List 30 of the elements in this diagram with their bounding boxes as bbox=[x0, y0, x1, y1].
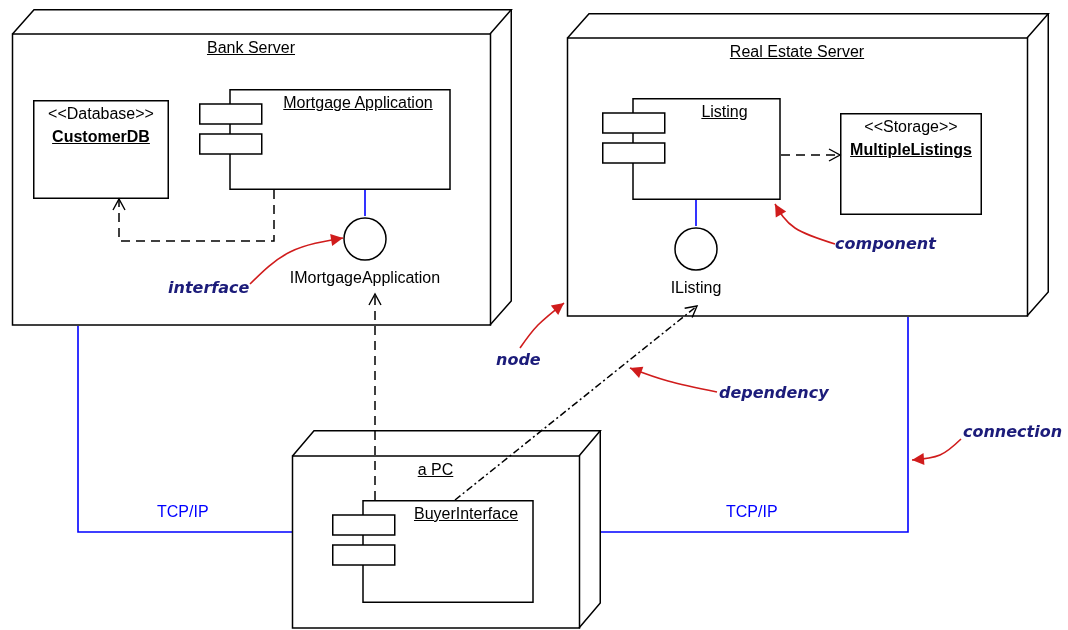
annotation-label: dependency bbox=[719, 381, 831, 405]
component-name: BuyerInterface bbox=[412, 504, 520, 523]
annotation-label: component bbox=[835, 232, 935, 256]
node-name: Real Estate Server bbox=[728, 42, 866, 61]
connection-line bbox=[600, 316, 909, 533]
annotation-label: connection bbox=[963, 420, 1067, 444]
leader-line bbox=[911, 438, 962, 466]
dependency-arrow bbox=[454, 305, 698, 501]
artifact-name: MultipleListings bbox=[849, 140, 973, 159]
artifact-name: CustomerDB bbox=[51, 127, 151, 146]
leader-line bbox=[774, 203, 836, 245]
leader-line bbox=[519, 302, 565, 349]
component-name: Listing bbox=[700, 102, 749, 121]
dependency-arrow bbox=[368, 293, 382, 501]
stereotype-label: <<Storage>> bbox=[863, 117, 959, 136]
interface-name: IListing bbox=[669, 278, 723, 297]
interface-name: IMortgageApplication bbox=[288, 268, 442, 287]
annotation-label: node bbox=[496, 348, 542, 372]
annotation-label: interface bbox=[168, 276, 250, 300]
dependency-arrow bbox=[112, 189, 275, 242]
connection-line bbox=[77, 325, 293, 533]
leader-line bbox=[249, 234, 344, 285]
connection-line bbox=[695, 199, 697, 227]
node-name: a PC bbox=[416, 460, 455, 479]
node-name: Bank Server bbox=[205, 38, 296, 57]
dependency-arrow bbox=[780, 148, 841, 162]
connection-line bbox=[364, 189, 366, 217]
leader-line bbox=[629, 366, 718, 393]
component-name: Mortgage Application bbox=[282, 93, 434, 112]
stereotype-label: <<Database>> bbox=[47, 104, 155, 123]
